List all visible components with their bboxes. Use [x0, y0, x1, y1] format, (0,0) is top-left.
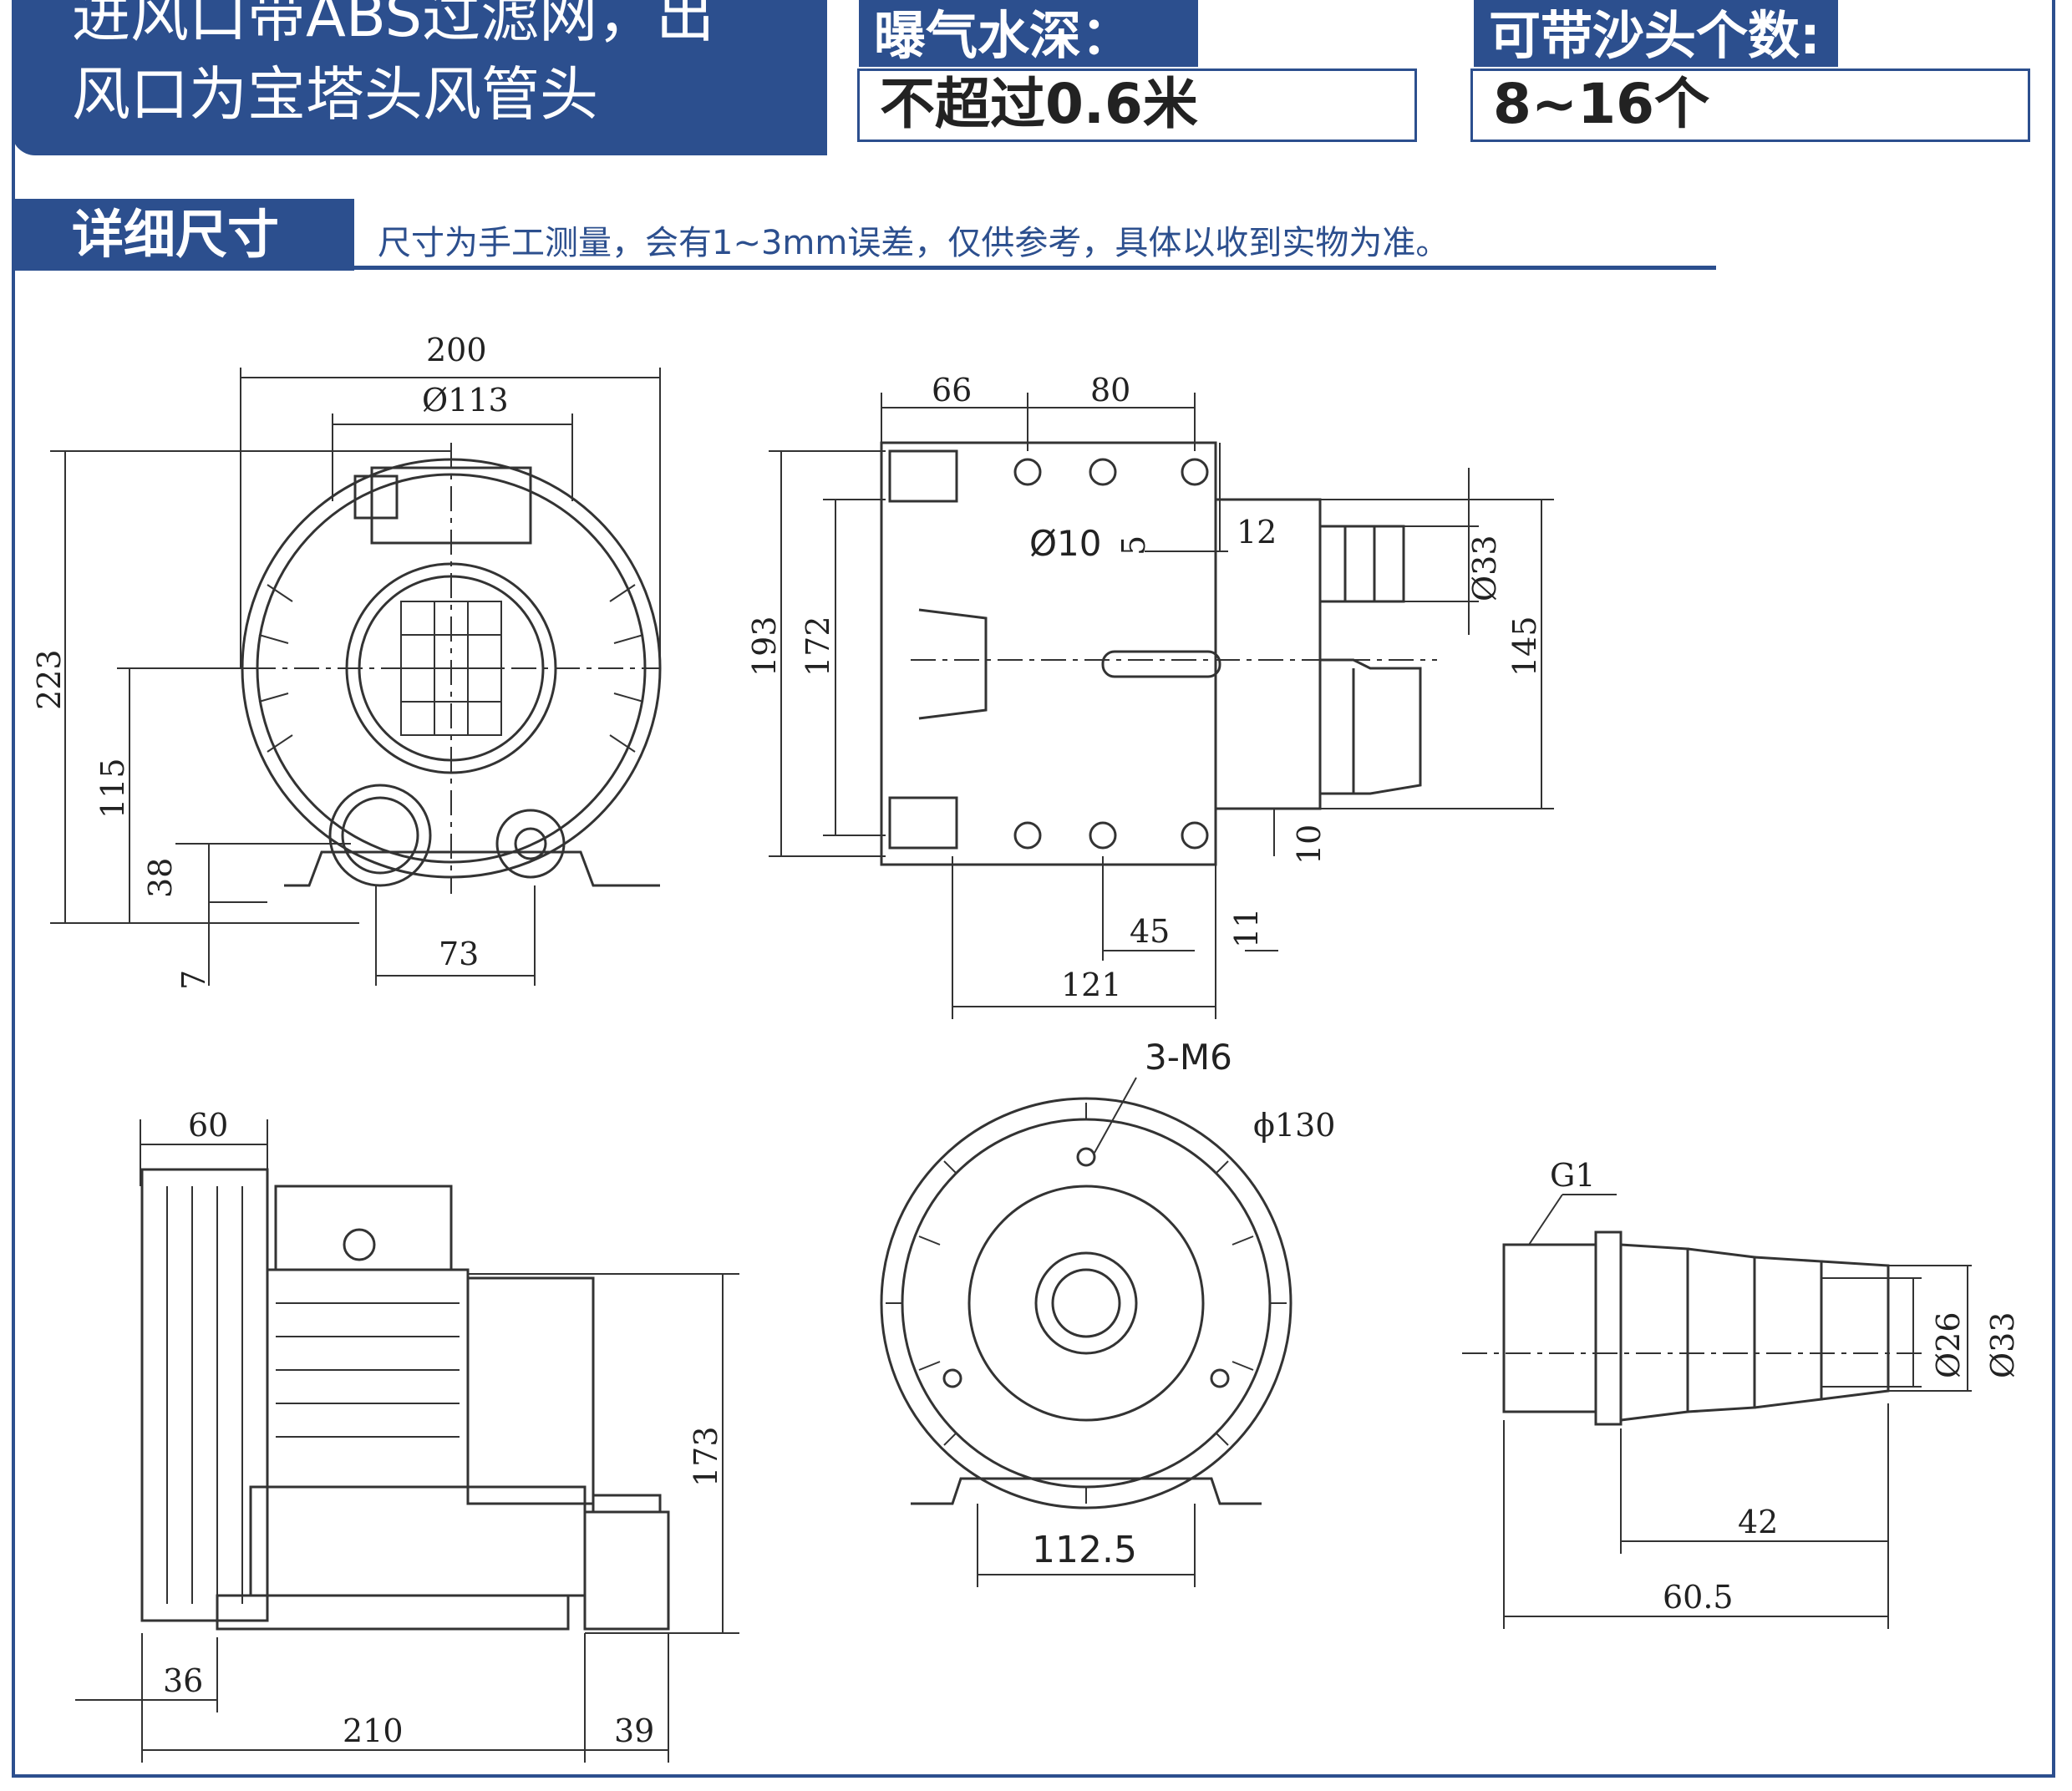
nozzle-dim-60-5-label: 60.5: [1663, 1579, 1734, 1616]
top-dim-145-label: 145: [1506, 616, 1543, 677]
front-height-label: 223: [31, 649, 68, 710]
front-view-drawing: [50, 368, 662, 986]
top-dim-11-label: 11: [1228, 908, 1265, 948]
side-length-label: 210: [343, 1712, 404, 1749]
top-dim-12-label: 12: [1237, 514, 1277, 550]
section-title: 详细尺寸: [12, 199, 354, 271]
nozzle-thread-label: G1: [1550, 1157, 1596, 1194]
nozzle-inner-dia-label: Ø26: [1930, 1312, 1967, 1378]
content-frame: [12, 0, 2055, 1778]
side-view-drawing: [75, 1119, 739, 1763]
section-note: 尺寸为手工测量，会有1~3mm误差，仅供参考，具体以收到实物为准。: [378, 224, 1450, 262]
side-dim-39-label: 39: [614, 1712, 654, 1749]
nozzle-outer-dia-label: Ø33: [1984, 1312, 2021, 1378]
front-inlet-label: Ø113: [422, 382, 509, 419]
depth-value: 不超过0.6米: [857, 68, 1417, 142]
top-view-drawing: [769, 393, 1554, 1019]
heads-value: 8~16个: [1470, 68, 2030, 142]
top-dim-45-label: 45: [1130, 913, 1170, 950]
top-dim-66-label: 66: [932, 372, 972, 408]
front-low-height-label: 38: [142, 858, 179, 898]
rear-thread-label: 3-M6: [1145, 1037, 1232, 1078]
side-dim-36-label: 36: [163, 1662, 203, 1699]
top-hole-label: Ø10: [1029, 523, 1102, 564]
front-width-label: 200: [426, 332, 487, 368]
top-dim-80-label: 80: [1090, 372, 1130, 408]
section-underline: [354, 266, 1716, 270]
nozzle-drawing: [1462, 1194, 1972, 1629]
front-center-height-label: 115: [94, 758, 131, 819]
front-base-height-label: 7: [175, 970, 212, 990]
front-base-label: 73: [439, 936, 479, 972]
depth-label: 曝气水深：: [859, 0, 1198, 67]
feature-box: 进风口带ABS过滤网，出 风口为宝塔头风管头: [12, 0, 827, 155]
top-dim-172-label: 172: [800, 616, 836, 677]
top-dim-193-label: 193: [746, 616, 783, 677]
top-dim-5-label: 5: [1115, 535, 1152, 556]
rear-base-label: 112.5: [1032, 1529, 1137, 1571]
feature-text: 进风口带ABS过滤网，出 风口为宝塔头风管头: [72, 0, 715, 129]
heads-label: 可带沙头个数:: [1474, 0, 1838, 67]
top-outlet-label: Ø33: [1466, 535, 1503, 601]
rear-view-drawing: [880, 1077, 1292, 1587]
rear-diameter-label: ϕ130: [1253, 1107, 1335, 1144]
top-dim-10-label: 10: [1291, 824, 1328, 865]
side-height-label: 173: [688, 1426, 724, 1487]
top-dim-121-label: 121: [1061, 967, 1122, 1003]
nozzle-dim-42-label: 42: [1738, 1504, 1778, 1540]
side-dim-60-label: 60: [188, 1107, 228, 1144]
